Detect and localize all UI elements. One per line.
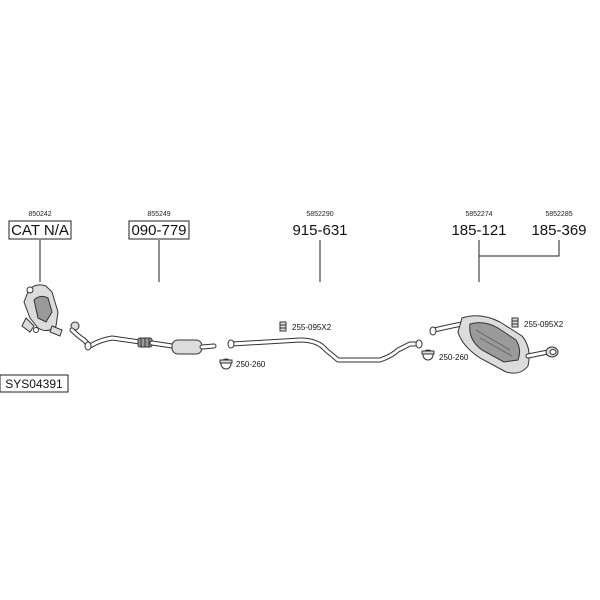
front-pipe-part-number: 855249 — [147, 211, 170, 218]
rear-silencer-leader-bracket — [478, 240, 560, 282]
mount-kit-right-label: 255-095X2 — [524, 320, 564, 329]
rear-silencer-b-label[interactable]: 185-369 — [531, 222, 586, 239]
front-pipe-part[interactable] — [69, 327, 217, 355]
catalyst-label-box — [8, 220, 72, 240]
catalyst-label[interactable]: CAT N/A — [11, 222, 69, 239]
middle-pipe-part-number: 5852290 — [306, 211, 333, 218]
mount-kit-right-icon — [511, 317, 519, 328]
front-pipe-label[interactable]: 090-779 — [131, 222, 186, 239]
clamp-right-icon — [421, 349, 435, 361]
clamp-left-label: 250-260 — [236, 360, 266, 369]
catalyst-part[interactable] — [21, 284, 80, 337]
middle-pipe-part[interactable] — [227, 337, 423, 363]
system-code-box — [0, 374, 69, 393]
mount-kit-left-label: 255-095X2 — [292, 323, 332, 332]
rear-silencer-b-part-number: 5852285 — [545, 211, 572, 218]
middle-pipe-label[interactable]: 915-631 — [292, 222, 347, 239]
mount-kit-left-icon — [279, 321, 287, 332]
rear-silencer-a-part-number: 5852274 — [465, 211, 492, 218]
catalyst-part-number: 850242 — [28, 211, 51, 218]
clamp-left-icon — [219, 358, 233, 370]
rear-silencer-a-label[interactable]: 185-121 — [451, 222, 506, 239]
clamp-right-label: 250-260 — [439, 353, 469, 362]
front-pipe-label-box — [128, 220, 190, 240]
rear-silencer-part[interactable] — [429, 315, 559, 374]
system-code-label: SYS04391 — [5, 377, 63, 391]
